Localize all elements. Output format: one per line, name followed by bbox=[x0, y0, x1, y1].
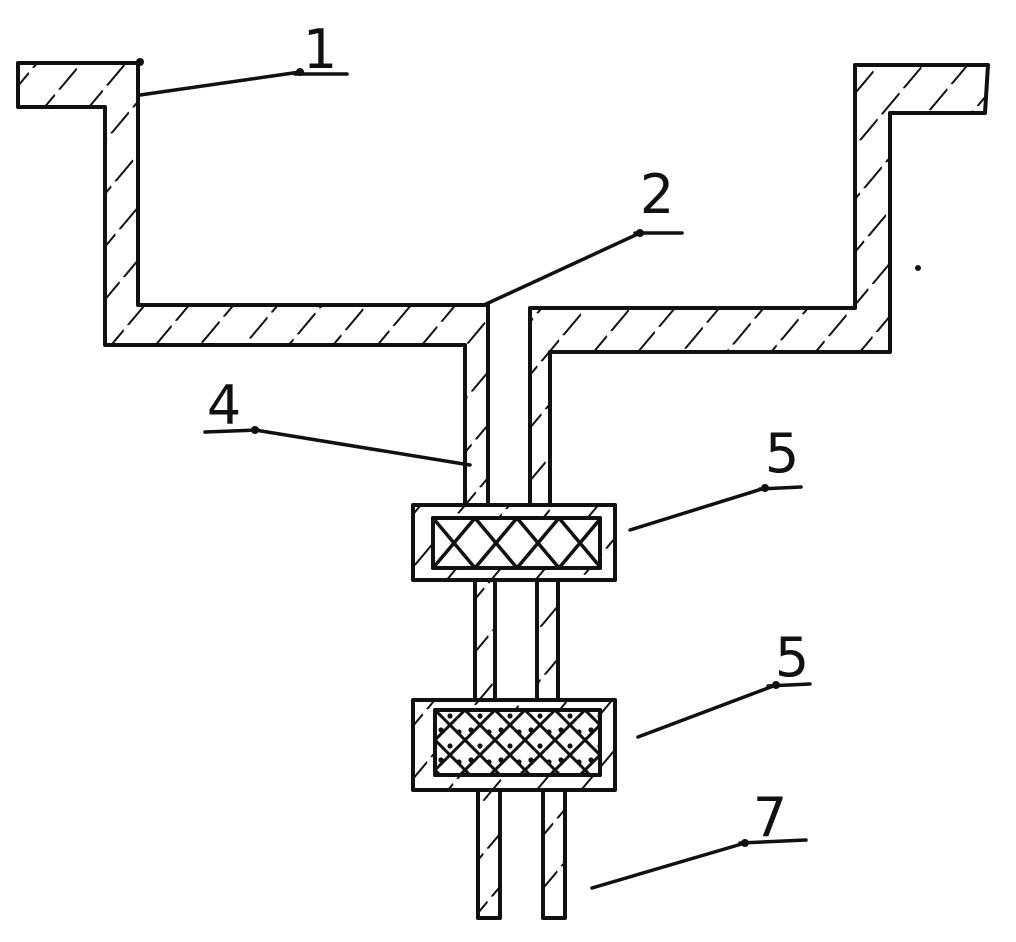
label-5-upper: 5 bbox=[765, 422, 799, 485]
leader-line-2 bbox=[482, 231, 642, 307]
lower-collar-insert-crosshatch bbox=[435, 710, 600, 775]
middle-tube-right-wall bbox=[535, 578, 560, 702]
leader-dot-1-start bbox=[136, 58, 144, 66]
bottom-tube-right-wall bbox=[541, 788, 567, 920]
label-2: 2 bbox=[640, 163, 674, 226]
upper-collar-insert-border bbox=[431, 516, 602, 570]
label-1: 1 bbox=[303, 18, 337, 81]
label-5-lower-underline bbox=[766, 682, 812, 688]
leader-line-5-lower bbox=[636, 683, 778, 739]
upper-collar-insert-crosshatch bbox=[433, 518, 600, 568]
label-7: 7 bbox=[753, 786, 787, 849]
basin-left-section bbox=[16, 61, 490, 507]
middle-tube-left-wall bbox=[473, 578, 497, 702]
leader-line-4 bbox=[253, 428, 472, 467]
lower-collar-insert-border bbox=[433, 708, 602, 777]
label-5-upper-underline bbox=[758, 485, 803, 491]
leader-line-7 bbox=[590, 841, 747, 890]
stray-dot bbox=[915, 265, 921, 271]
leader-line-1 bbox=[138, 70, 302, 97]
bottom-tube-left-wall bbox=[476, 788, 502, 920]
basin-right-section bbox=[528, 63, 990, 507]
label-4-underline bbox=[203, 428, 260, 434]
leader-line-5-upper bbox=[628, 486, 767, 532]
label-7-underline bbox=[738, 838, 808, 845]
label-4: 4 bbox=[207, 374, 241, 437]
label-5-lower: 5 bbox=[775, 626, 809, 689]
